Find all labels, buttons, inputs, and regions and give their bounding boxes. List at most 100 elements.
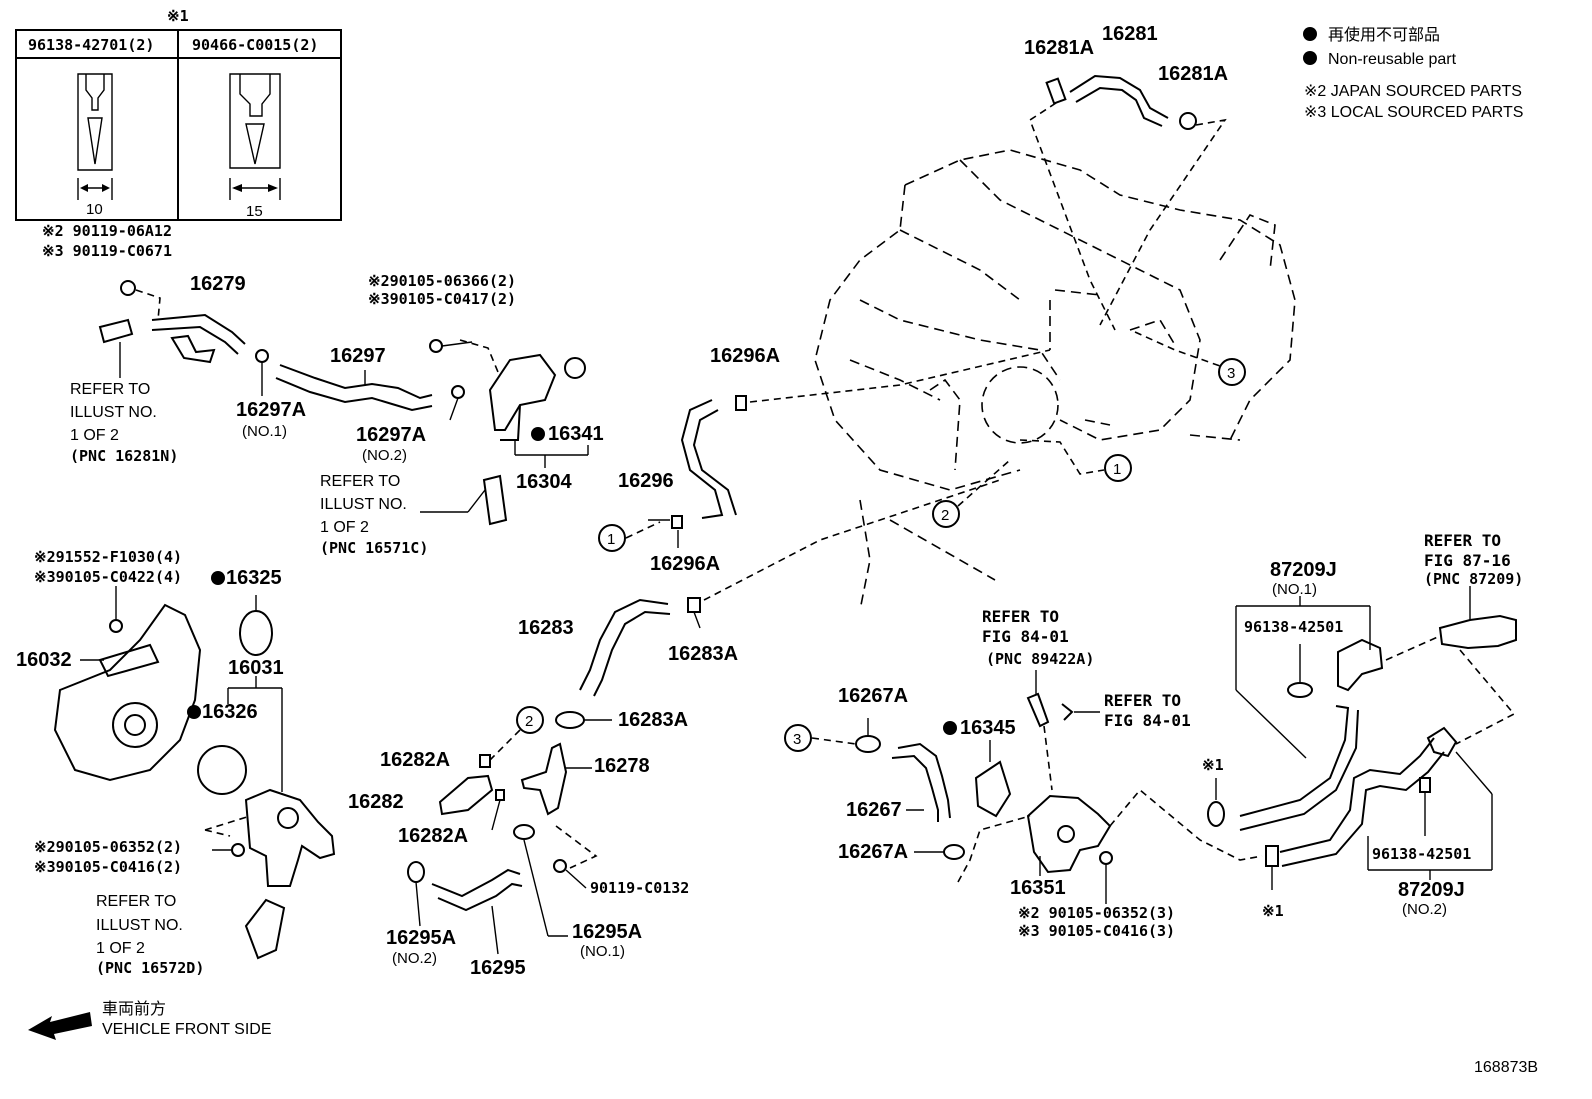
label-bolt-wo-3: ※3 90105-C0416(3) (1018, 922, 1175, 940)
clip-table-note: ※1 (167, 7, 189, 25)
label-16295: 16295 (470, 957, 526, 979)
label-16326: 16326 (202, 701, 258, 723)
o-ring-16326-icon (197, 745, 247, 795)
label-16345: 16345 (960, 717, 1016, 739)
label-16282a: 16282A (398, 825, 468, 847)
clamp-icon (855, 735, 881, 753)
refer-line: FIG 84-01 (1104, 711, 1191, 730)
refer-line: (PNC 16571C) (320, 539, 428, 557)
refer-line: REFER TO (320, 473, 400, 490)
label-16282a: 16282A (380, 749, 450, 771)
front-side-en: VEHICLE FRONT SIDE (102, 1021, 272, 1038)
clip-icon (1061, 703, 1074, 721)
connector-icon (1426, 726, 1458, 758)
bolt-icon (553, 859, 567, 873)
front-side-jp: 車両前方 (102, 1000, 166, 1018)
part-labels: 16281 16281A 16281A ※2 90119-06A12 ※3 90… (16, 23, 1471, 979)
clamp-icon (1265, 845, 1279, 867)
bolt-icon (109, 619, 123, 633)
clip-table-col1: 96138-42701(2) (28, 36, 154, 54)
label-note1: ※1 (1262, 902, 1284, 920)
pipe-16278-icon (520, 742, 568, 816)
clamp-icon (495, 789, 505, 801)
refer-line: REFER TO (1424, 531, 1501, 550)
water-outlet-16304-icon (488, 353, 586, 441)
bolt-icon (120, 280, 136, 296)
label-87209j: 87209J (1398, 879, 1465, 901)
label-16267a: 16267A (838, 841, 908, 863)
refer-line: REFER TO (1104, 691, 1181, 710)
label-bolt-th-3: ※390105-C0416(2) (34, 858, 182, 876)
refer-block-6: REFER TO FIG 87-16 (PNC 87209) (1424, 531, 1523, 588)
label-16278: 16278 (594, 755, 650, 777)
refer-line: 1 OF 2 (96, 940, 145, 957)
engine-outline (814, 149, 1296, 611)
bolt-icon (231, 843, 245, 857)
gasket-16345-icon (974, 760, 1012, 818)
label-bolt-mid-2: ※290105-06366(2) (368, 272, 516, 290)
label-16296a: 16296A (650, 553, 720, 575)
refer-block-5: REFER TO FIG 84-01 (1104, 691, 1191, 730)
refer-line: FIG 87-16 (1424, 551, 1511, 570)
refer-line: ILLUST NO. (70, 404, 157, 421)
reference-circle (516, 706, 544, 734)
reference-circle-label: 1 (1113, 461, 1121, 478)
clip-table: ※1 96138-42701(2) 90466-C0015(2) 10 15 (15, 7, 342, 221)
label-bolt-wp-2: ※291552-F1030(4) (34, 548, 182, 566)
label-no2: (NO.2) (362, 447, 407, 464)
label-16296: 16296 (618, 470, 674, 492)
label-bolt-top-2: ※2 90119-06A12 (42, 222, 172, 240)
clip-dim-2: 15 (246, 203, 263, 220)
nonreusable-dot-icon (187, 705, 201, 719)
pipe-stub-icon (482, 474, 508, 526)
label-16267: 16267 (846, 799, 902, 821)
refer-line: REFER TO (96, 893, 176, 910)
legend-nonreusable-en: Non-reusable part (1328, 51, 1457, 68)
label-16283a: 16283A (668, 643, 738, 665)
label-16297a: 16297A (236, 399, 306, 421)
reference-circle-label: 2 (941, 507, 949, 524)
clamp-icon (1207, 801, 1225, 827)
label-87209j: 87209J (1270, 559, 1337, 581)
clamp-icon (1419, 777, 1431, 793)
label-16304: 16304 (516, 471, 572, 493)
label-16341: 16341 (548, 423, 604, 445)
refer-line: (PNC 87209) (1424, 570, 1523, 588)
hose-87209j-no1-icon (1239, 705, 1359, 831)
refer-block-3: REFER TO ILLUST NO. 1 OF 2 (PNC 16572D) (96, 893, 204, 977)
water-inlet-16351-icon (1026, 794, 1112, 874)
reference-circle-label: 3 (1227, 365, 1235, 382)
label-90119-c0132: 90119-C0132 (590, 879, 689, 897)
reference-circle-label: 1 (607, 531, 615, 548)
label-16282: 16282 (348, 791, 404, 813)
clip-large-icon (229, 73, 281, 200)
hose-16297-icon (275, 364, 433, 412)
label-bolt-wo-2: ※2 90105-06352(3) (1018, 904, 1175, 922)
refer-line: REFER TO (70, 381, 150, 398)
refer-line: ILLUST NO. (96, 917, 183, 934)
label-16297a: 16297A (356, 424, 426, 446)
refer-block-2: REFER TO ILLUST NO. 1 OF 2 (PNC 16571C) (320, 473, 428, 557)
legend: 再使用不可部品 Non-reusable part ※2 JAPAN SOURC… (1303, 26, 1523, 121)
clamp-icon (687, 597, 701, 613)
reference-circle (1218, 358, 1246, 386)
label-no1: (NO.1) (1272, 581, 1317, 598)
reference-circle (784, 724, 812, 752)
reference-circle (932, 500, 960, 528)
hose-16282-icon (438, 774, 494, 816)
clip-small-icon (77, 73, 113, 200)
bolt-icon (429, 339, 443, 353)
refer-line: ILLUST NO. (320, 496, 407, 513)
label-no2: (NO.2) (392, 950, 437, 967)
label-16281a: 16281A (1158, 63, 1228, 85)
nonreusable-dot-icon (1303, 27, 1317, 41)
label-bolt-top-3: ※3 90119-C0671 (42, 242, 172, 260)
label-16297: 16297 (330, 345, 386, 367)
thermostat-housing-icon (244, 788, 336, 887)
water-pump-16032-icon (53, 603, 202, 782)
label-bolt-wp-3: ※390105-C0422(4) (34, 568, 182, 586)
bolt-icon (1099, 851, 1113, 865)
connector-icon (1337, 638, 1384, 692)
clamp-icon (671, 515, 683, 529)
